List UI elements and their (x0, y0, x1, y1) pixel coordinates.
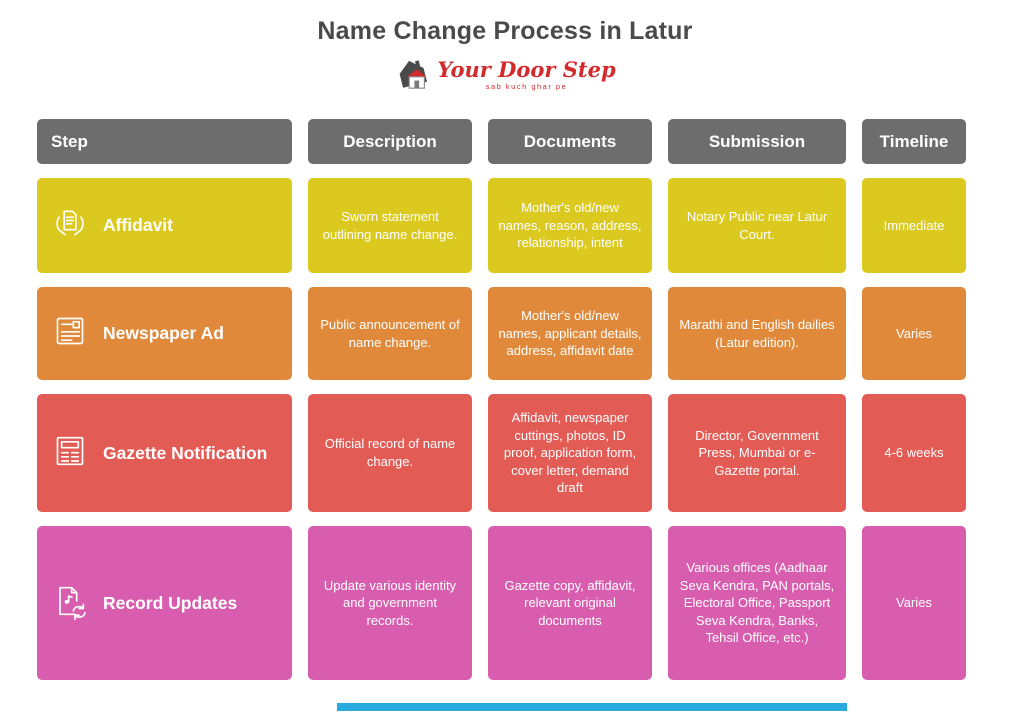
column-header-timeline: Timeline (862, 119, 966, 164)
page-title: Name Change Process in Latur (317, 17, 693, 45)
submission-cell: Notary Public near Latur Court. (668, 178, 846, 273)
submission-cell: Various offices (Aadhaar Seva Kendra, PA… (668, 526, 846, 680)
column-header-step: Step (37, 119, 292, 164)
description-cell: Public announcement of name change. (308, 287, 472, 380)
submission-cell: Marathi and English dailies (Latur editi… (668, 287, 846, 380)
column-header-submission: Submission (668, 119, 846, 164)
affidavit-hands-document-icon (50, 203, 90, 248)
timeline-cell: 4-6 weeks (862, 394, 966, 512)
newspaper-icon (50, 311, 90, 356)
step-label: Gazette Notification (103, 442, 268, 463)
house-logo-icon (394, 55, 432, 96)
step-cell-record-updates: Record Updates (37, 526, 292, 680)
documents-cell: Gazette copy, affidavit, relevant origin… (488, 526, 652, 680)
description-cell: Official record of name change. (308, 394, 472, 512)
file-sync-icon (50, 581, 90, 626)
timeline-cell: Immediate (862, 178, 966, 273)
step-label: Record Updates (103, 592, 238, 613)
timeline-cell: Varies (862, 287, 966, 380)
brand-logo: Your Door Step sab kuch ghar pe (0, 54, 1010, 96)
description-cell: Sworn statement outlining name change. (308, 178, 472, 273)
documents-cell: Affidavit, newspaper cuttings, photos, I… (488, 394, 652, 512)
footer-bar (337, 703, 847, 711)
brand-name: Your Door Step (437, 57, 616, 82)
step-label: Affidavit (103, 215, 173, 235)
process-table: Step Description Documents Submission Ti… (37, 119, 966, 680)
step-label: Newspaper Ad (103, 323, 224, 343)
step-cell-affidavit: Affidavit (37, 178, 292, 273)
documents-cell: Mother's old/new names, applicant detail… (488, 287, 652, 380)
description-cell: Update various identity and government r… (308, 526, 472, 680)
column-header-description: Description (308, 119, 472, 164)
documents-cell: Mother's old/new names, reason, address,… (488, 178, 652, 273)
gazette-document-icon (50, 431, 90, 476)
timeline-cell: Varies (862, 526, 966, 680)
submission-cell: Director, Government Press, Mumbai or e-… (668, 394, 846, 512)
column-header-documents: Documents (488, 119, 652, 164)
step-cell-gazette-notification: Gazette Notification (37, 394, 292, 512)
brand-tagline: sab kuch ghar pe (485, 82, 568, 91)
brand-text: Your Door Step sab kuch ghar pe (437, 59, 615, 91)
step-cell-newspaper-ad: Newspaper Ad (37, 287, 292, 380)
